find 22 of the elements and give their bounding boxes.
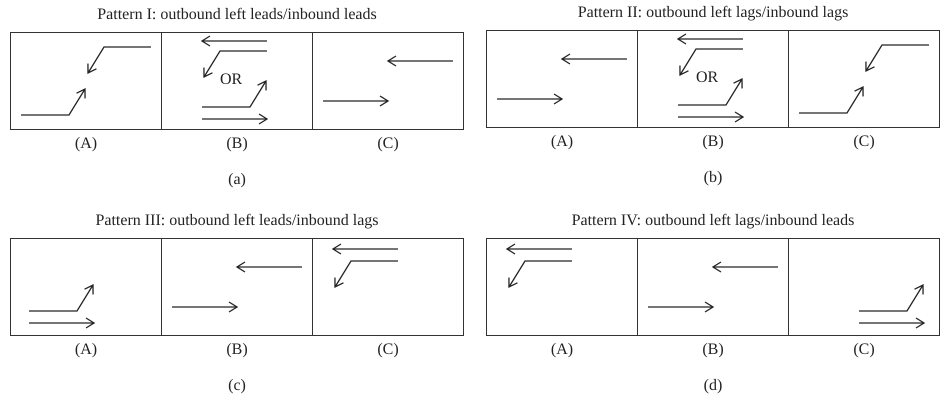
panel-title: Pattern II: outbound left lags/inbound lags [576, 4, 850, 22]
panel-caption: (b) [702, 169, 724, 187]
or-text: OR [696, 69, 718, 87]
panel-title: Pattern I: outbound left leads/inbound leads [96, 6, 378, 24]
cell-label: (C) [852, 341, 876, 359]
cell-label: (C) [376, 135, 400, 153]
cell-label: (C) [376, 341, 400, 359]
cell-label: (A) [550, 341, 574, 359]
panel-caption: (d) [702, 377, 724, 395]
or-text: OR [220, 71, 242, 89]
panel-caption: (c) [227, 377, 247, 395]
panel-title: Pattern III: outbound left leads/inbound lags [94, 212, 380, 230]
cell-label: (B) [225, 135, 249, 153]
panel-title: Pattern IV: outbound left lags/inbound leads [570, 212, 856, 230]
cell-label: (B) [225, 341, 249, 359]
cell-label: (A) [74, 135, 98, 153]
cell-label: (A) [550, 133, 574, 151]
cell-label: (B) [701, 133, 725, 151]
panel-caption: (a) [227, 171, 247, 189]
cell-label: (B) [701, 341, 725, 359]
cell-label: (A) [74, 341, 98, 359]
cell-label: (C) [852, 133, 876, 151]
